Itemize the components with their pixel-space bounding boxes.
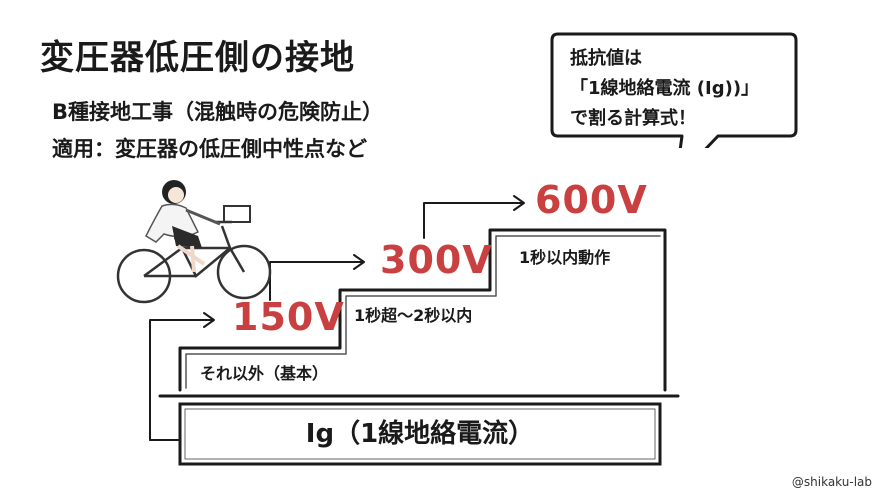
step-label-base: それ以外（基本） bbox=[200, 364, 329, 383]
page-title: 変圧器低圧側の接地 bbox=[40, 38, 355, 78]
stair-outline bbox=[178, 228, 667, 392]
ig-box bbox=[178, 402, 662, 466]
ig-box-label: Ig（1線地絡電流） bbox=[305, 419, 535, 449]
bubble-text: 抵抗値は 「1線地絡電流 (Ig))」 で割る計算式！ bbox=[570, 44, 790, 134]
voltage-300: 300V bbox=[380, 238, 493, 282]
subtitle-application: 適用：変圧器の低圧側中性点など bbox=[52, 137, 367, 161]
step-label-top: 1秒以内動作 bbox=[519, 248, 611, 267]
subtitle-type: B種接地工事（混触時の危険防止） bbox=[52, 100, 384, 124]
voltage-150: 150V bbox=[232, 295, 345, 339]
speech-bubble bbox=[550, 32, 798, 148]
bubble-line-3: で割る計算式！ bbox=[570, 108, 696, 129]
arrow-to-600 bbox=[423, 202, 523, 239]
step-label-mid: 1秒超〜2秒以内 bbox=[354, 306, 473, 325]
voltage-600: 600V bbox=[535, 178, 648, 222]
bubble-line-2: 「1線地絡電流 (Ig))」 bbox=[570, 78, 760, 99]
credit-watermark: @shikaku-lab bbox=[791, 475, 872, 489]
arrow-to-150 bbox=[149, 319, 213, 441]
bubble-line-1: 抵抗値は bbox=[570, 48, 642, 69]
bicycle-rider-illustration bbox=[116, 180, 272, 304]
arrow-to-300 bbox=[269, 261, 363, 301]
